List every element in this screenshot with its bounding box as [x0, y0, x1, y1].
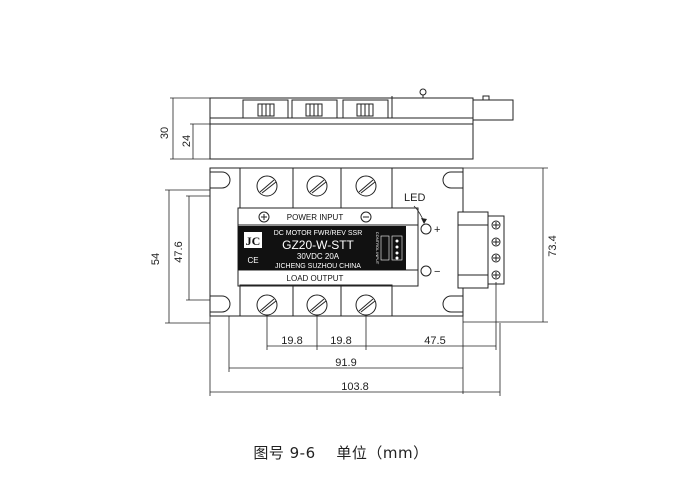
- dim-pitch-2: 19.8: [330, 335, 351, 347]
- load-output-label: LOAD OUTPUT: [287, 274, 344, 283]
- bottom-dimension-lines: [209, 282, 501, 396]
- nameplate-rating: 30VDC 20A: [297, 252, 340, 261]
- dim-mount-span: 91.9: [335, 357, 356, 369]
- dim-side-inner: 24: [181, 135, 193, 147]
- panel-labels: POWER INPUT LOAD OUTPUT: [258, 211, 372, 283]
- dim-overall-length: 103.8: [341, 381, 369, 393]
- control-connector: [457, 211, 505, 289]
- dim-width-inner: 47.6: [173, 241, 185, 262]
- led-plus-label: +: [434, 224, 440, 236]
- nameplate: JC CE DC MOTOR FWR/REV SSR GZ20-W-STT 30…: [238, 226, 406, 270]
- dim-offset: 47.5: [424, 335, 445, 347]
- right-dimension-lines: [463, 167, 548, 323]
- dim-pitch-1: 19.8: [281, 335, 302, 347]
- nameplate-line1: DC MOTOR FWR/REV SSR: [274, 230, 363, 237]
- side-dimension-lines: [170, 97, 210, 160]
- svg-text:JC: JC: [246, 234, 261, 248]
- side-view: [209, 88, 514, 160]
- nameplate-maker: JICHENG SUZHOU CHINA: [275, 263, 361, 270]
- dim-width: 54: [150, 253, 162, 265]
- led-icon: [420, 223, 432, 235]
- led-icon: [420, 265, 432, 277]
- svg-text:CE: CE: [247, 256, 258, 265]
- power-input-label: POWER INPUT: [287, 213, 344, 222]
- terminal-screws: [256, 175, 377, 316]
- led-label: LED: [404, 192, 425, 204]
- dim-side-height: 30: [159, 127, 171, 139]
- nameplate-side-label: CONTROL INPUT: [375, 232, 380, 265]
- figure-caption: 图号 9-6 单位（mm）: [253, 444, 429, 462]
- dim-height-overall: 73.4: [547, 235, 559, 256]
- led-indicators: LED + −: [404, 192, 440, 278]
- led-minus-label: −: [434, 266, 440, 278]
- nameplate-model: GZ20-W-STT: [282, 238, 354, 252]
- left-dimension-lines: [165, 189, 210, 324]
- brand-logo-icon: [244, 232, 262, 248]
